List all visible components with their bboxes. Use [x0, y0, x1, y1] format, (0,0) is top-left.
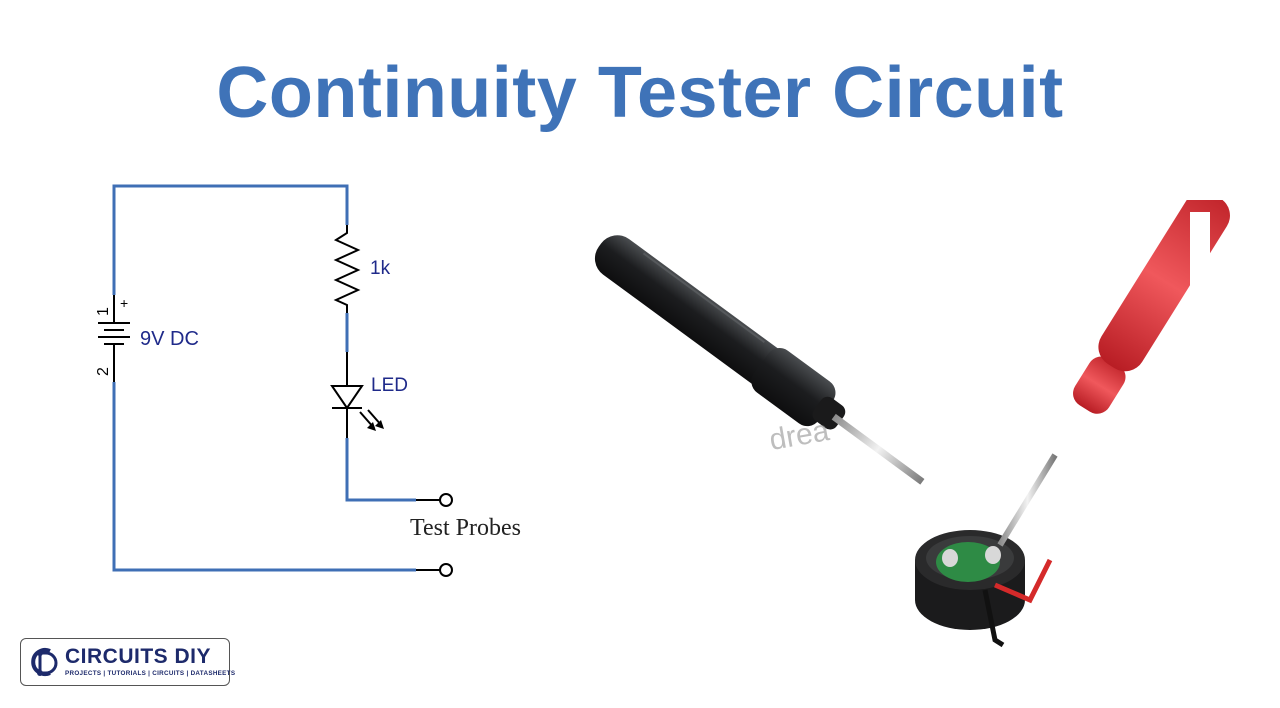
red-probe — [997, 200, 1230, 547]
buzzer — [915, 530, 1053, 648]
wires — [112, 184, 416, 572]
logo-tagline: PROJECTS | TUTORIALS | CIRCUITS | DATASH… — [65, 670, 236, 677]
battery-label: 9V DC — [140, 328, 199, 350]
watermark: drea — [767, 414, 832, 457]
circuit-schematic: + 1 2 9V DC 1k LED Test Probes — [95, 184, 521, 577]
led-arrow-head-2 — [375, 420, 384, 429]
logo-brand: CIRCUITS DIY — [65, 645, 212, 668]
led-probe-wire — [345, 438, 416, 502]
black-probe: drea — [594, 235, 925, 485]
battery-pin-1: 1 — [95, 307, 112, 316]
led-arrow-head-1 — [367, 422, 376, 431]
resistor-symbol — [333, 225, 361, 313]
battery-plus: + — [120, 295, 128, 311]
led-label: LED — [371, 375, 408, 396]
probe-terminals — [416, 493, 453, 577]
buzzer-probe-photo: drea — [594, 200, 1230, 648]
battery-symbol — [98, 295, 130, 382]
battery-pin-2: 2 — [95, 367, 112, 376]
logo-cd-icon — [31, 648, 58, 676]
circuits-diy-logo[interactable]: CIRCUITS DIY PROJECTS | TUTORIALS | CIRC… — [20, 638, 235, 686]
probes-label: Test Probes — [410, 515, 521, 541]
page-title: Continuity Tester Circuit — [216, 53, 1064, 133]
led-symbol — [330, 352, 383, 438]
probe-terminal-top — [439, 493, 453, 507]
top-wire — [112, 184, 349, 295]
probe-terminal-bottom — [439, 563, 453, 577]
resistor-label: 1k — [370, 258, 391, 279]
bottom-wire — [112, 382, 416, 572]
